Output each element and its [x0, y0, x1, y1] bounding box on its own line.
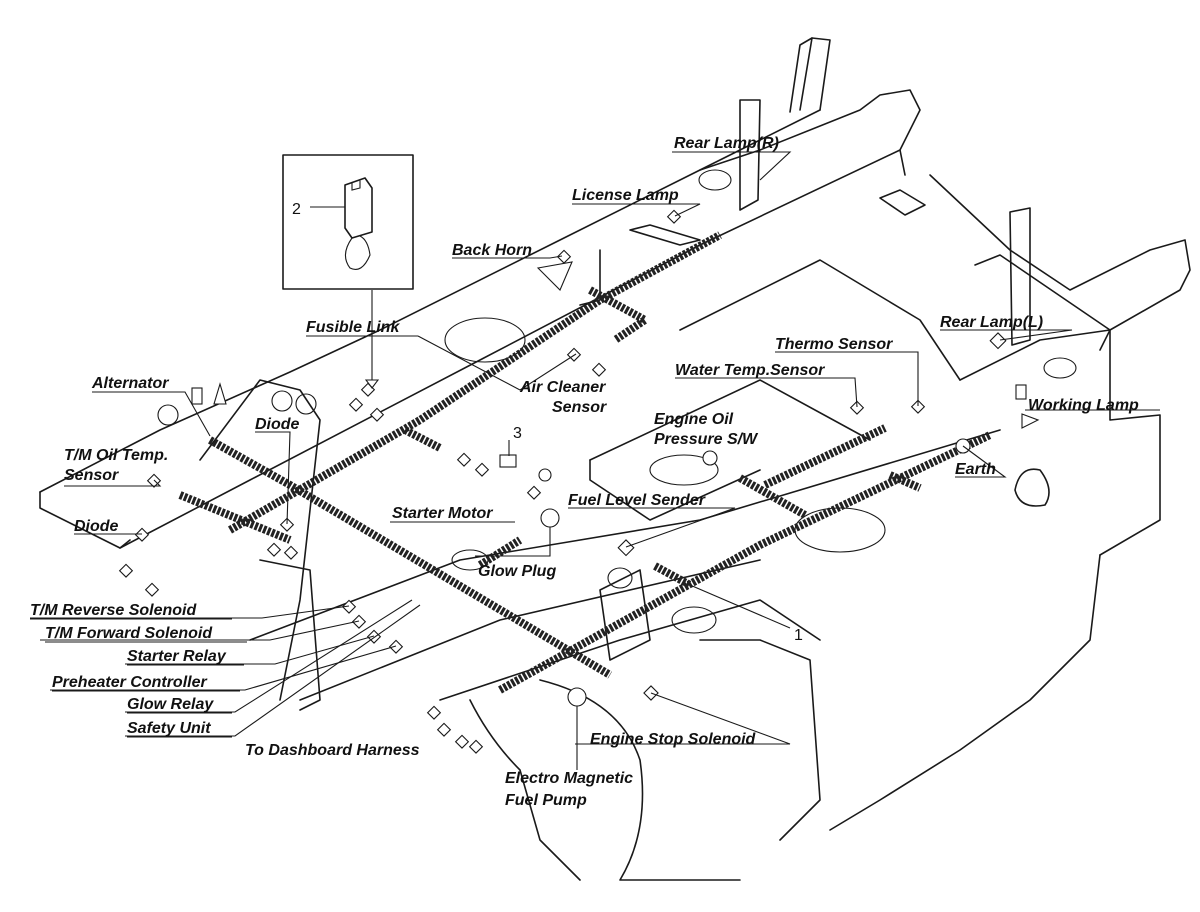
relay-connector-d-icon [388, 639, 404, 654]
starter-ring-icon [538, 468, 552, 482]
alternator-terminal-icon [191, 387, 203, 405]
harness-fusible-branch [403, 426, 442, 452]
fuel-pump-icon [567, 687, 587, 707]
dash-connector-a-icon [426, 705, 442, 720]
fusible-connector-a-icon [348, 397, 364, 412]
harness-right-upper [763, 424, 887, 489]
harness-glow-plug-branch [477, 536, 523, 569]
label-engine-oil-pressure-1: Engine Oil [654, 411, 734, 428]
label-thermo-sensor: Thermo Sensor [775, 336, 893, 353]
label-to-dashboard-harness: To Dashboard Harness [245, 742, 420, 759]
label-air-cleaner-sensor-1: Air Cleaner [519, 379, 606, 396]
callout-3: 3 [513, 425, 522, 442]
starter-connector-c-icon [526, 485, 542, 500]
label-glow-relay: Glow Relay [127, 696, 214, 713]
fusible-link-icon [344, 177, 373, 239]
harness-back-horn-branch [588, 286, 653, 344]
harness-right-branch [738, 474, 807, 519]
label-diode-lower: Diode [74, 518, 119, 535]
working-lamp-terminal-icon [1015, 384, 1027, 400]
label-back-horn: Back Horn [452, 242, 532, 259]
label-tm-oil-temp-sensor-1: T/M Oil Temp. [64, 447, 168, 464]
label-tm-forward-solenoid: T/M Forward Solenoid [45, 625, 213, 642]
callout-1: 1 [794, 627, 803, 644]
back-horn-connector-icon [556, 249, 572, 264]
tm-reverse-connector-icon [118, 563, 134, 578]
leader-lines [30, 151, 1160, 770]
label-license-lamp: License Lamp [572, 187, 679, 204]
label-fuel-pump-1: Electro Magnetic [505, 770, 633, 787]
relay-connector-a-icon [341, 599, 357, 614]
label-engine-stop-solenoid: Engine Stop Solenoid [590, 731, 757, 748]
label-preheater-controller: Preheater Controller [52, 674, 207, 691]
harness-earth-branch [888, 471, 922, 492]
label-tm-reverse-solenoid: T/M Reverse Solenoid [30, 602, 197, 619]
label-starter-motor: Starter Motor [392, 505, 493, 522]
back-horn-icon [536, 261, 573, 291]
glow-plug-icon [540, 508, 560, 528]
left-aux-connector-2-icon [283, 545, 299, 560]
starter-connector-b-icon [474, 462, 490, 477]
harness-main-diagonal-upper [208, 436, 613, 679]
label-working-lamp: Working Lamp [1028, 397, 1139, 414]
label-alternator: Alternator [91, 375, 169, 392]
label-water-temp-sensor: Water Temp.Sensor [675, 362, 825, 379]
label-earth: Earth [955, 461, 996, 478]
label-fuel-level-sender: Fuel Level Sender [568, 492, 706, 509]
alternator-connector-icon [157, 404, 179, 426]
harness-main-rear-run [227, 231, 722, 534]
alternator-arrow-icon [213, 382, 227, 405]
label-fusible-link: Fusible Link [306, 319, 400, 336]
label-glow-plug: Glow Plug [478, 563, 556, 580]
fusible-connector-b-icon [360, 382, 376, 397]
diode-upper-connector-icon [279, 517, 295, 532]
label-starter-relay: Starter Relay [127, 648, 227, 665]
left-aux-connector-icon [266, 542, 282, 557]
relay-connector-b-icon [351, 614, 367, 629]
diode-connector-icon [134, 527, 150, 542]
working-lamp-arrow-icon [1021, 413, 1040, 429]
fusible-connector-c-icon [369, 407, 385, 422]
label-layer: Rear Lamp(R) License Lamp Back Horn Fusi… [30, 135, 1139, 809]
label-air-cleaner-sensor-2: Sensor [552, 399, 607, 416]
label-fuel-pump-2: Fuel Pump [505, 792, 587, 809]
dash-connector-d-icon [468, 739, 484, 754]
wire-harness [178, 231, 992, 694]
label-rear-lamp-l: Rear Lamp(L) [940, 314, 1043, 331]
fusible-link-inset [282, 154, 414, 290]
connectors [118, 209, 1040, 754]
harness-center-cross [498, 431, 992, 694]
label-diode-upper: Diode [255, 416, 300, 433]
engine-oil-pressure-icon [702, 450, 718, 466]
starter-connector-a-icon [456, 452, 472, 467]
thermo-connector-icon [910, 399, 926, 414]
water-temp-connector-icon [849, 400, 865, 415]
license-lamp-connector-icon [666, 209, 682, 224]
rear-lamp-l-connector-icon [989, 332, 1007, 350]
harness-main-diagonal-lower [178, 491, 292, 544]
dash-connector-c-icon [454, 734, 470, 749]
label-rear-lamp-r: Rear Lamp(R) [674, 135, 779, 152]
harness-fuel-level-branch [653, 562, 692, 589]
chassis-frame [39, 37, 1191, 881]
callout-2: 2 [292, 201, 301, 218]
dash-connector-b-icon [436, 722, 452, 737]
tm-forward-connector-icon [144, 582, 160, 597]
label-safety-unit: Safety Unit [127, 720, 211, 737]
air-cleaner-connector-b-icon [591, 362, 607, 377]
fuel-level-connector-icon [617, 539, 635, 557]
label-tm-oil-temp-sensor-2: Sensor [64, 467, 119, 484]
label-engine-oil-pressure-2: Pressure S/W [654, 431, 759, 448]
starter-terminal-icon [499, 454, 517, 468]
